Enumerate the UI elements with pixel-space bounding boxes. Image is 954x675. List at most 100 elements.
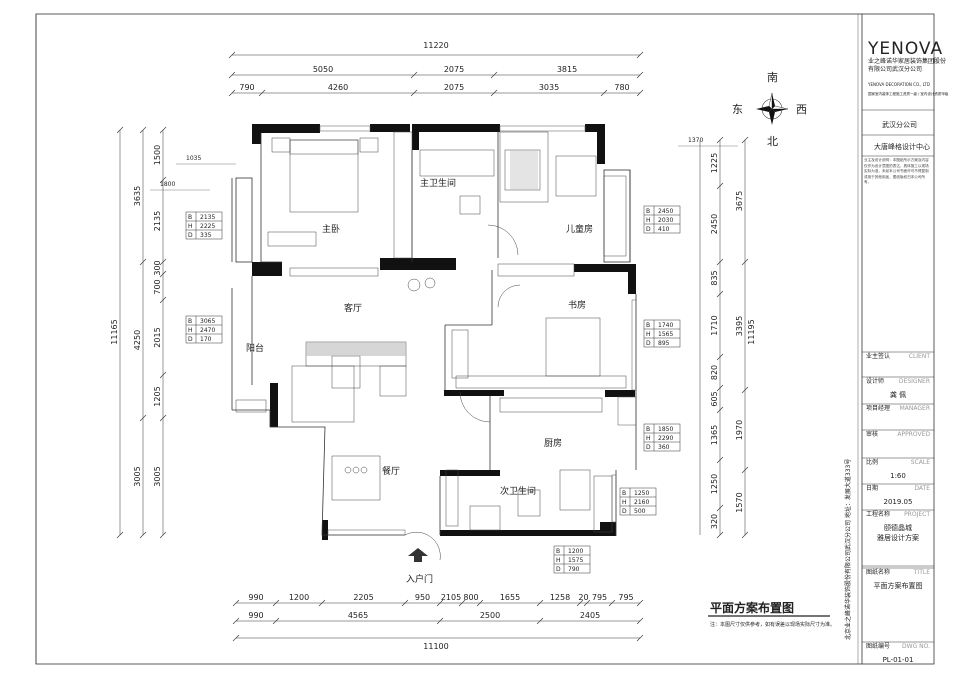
field-value: 2019.05 <box>884 498 913 506</box>
walls <box>252 124 636 540</box>
window-table-key: D <box>188 336 193 343</box>
dim-label: 1258 <box>550 593 570 602</box>
room-study: 书房 <box>568 299 586 311</box>
window-table-value: 2470 <box>200 327 215 334</box>
room-master-bedroom: 主卧 <box>322 223 340 235</box>
window-table-key: D <box>188 232 193 239</box>
dim-label: 605 <box>710 391 719 406</box>
dim-label: 3395 <box>735 316 744 336</box>
window-table-key: B <box>646 426 650 433</box>
dim-label: 3005 <box>153 466 162 486</box>
window-table-value: 2290 <box>658 435 673 442</box>
field-label-en: DATE <box>914 485 930 492</box>
title-notice: 业主及设计说明：本图纸所示方案及内容仅作为设计意图的表达，具体施工以现场实际为准… <box>864 158 929 184</box>
dim-label: 795 <box>592 593 607 602</box>
window-table-value: 360 <box>658 444 670 451</box>
dim-label: 990 <box>248 593 263 602</box>
compass-east: 东 <box>732 103 743 116</box>
dim-label: 320 <box>710 514 719 529</box>
field-value: 颐德晶城 <box>884 523 912 532</box>
dim-label: 1200 <box>289 593 309 602</box>
field-label-en: DWG NO. <box>902 643 930 650</box>
dim-label: 20 <box>578 593 588 602</box>
dim-label: 4260 <box>328 83 348 92</box>
dim-label: 2105 <box>441 593 461 602</box>
field-label-en: DESIGNER <box>899 378 930 385</box>
window-table-value: 2030 <box>658 217 673 224</box>
dim-label: 990 <box>248 611 263 620</box>
room-balcony: 阳台 <box>246 342 264 354</box>
field-label: 工程名称 <box>866 510 890 518</box>
field-value: 龚 佩 <box>890 390 906 399</box>
room-second-bath: 次卫生间 <box>500 485 536 497</box>
window-table-value: 1250 <box>634 490 649 497</box>
field-label: 业主签认 <box>866 352 890 360</box>
field-label: 设计师 <box>866 377 884 385</box>
room-dining: 餐厅 <box>382 465 400 477</box>
window-table-key: H <box>622 499 627 506</box>
hatch-areas <box>306 150 538 356</box>
window-table-value: 3065 <box>200 318 215 325</box>
field-label: 审核 <box>866 430 878 438</box>
dim-label: 2450 <box>710 214 719 234</box>
design-center: 大唐峰格设计中心 <box>874 142 930 151</box>
window-table-value: 1740 <box>658 322 673 329</box>
dim-label: 1250 <box>710 474 719 494</box>
window-table-value: 1565 <box>658 331 673 338</box>
title-block: YENOVA 业之峰诺华家居装饰集团股份 有限公司武汉分公司 YENOVA DE… <box>844 14 949 664</box>
windows <box>319 125 637 536</box>
dim-label: 795 <box>618 593 633 602</box>
field-value: 平面方案布置图 <box>874 581 923 590</box>
dim-label: 3675 <box>735 191 744 211</box>
dim-note: 1370 <box>688 137 703 144</box>
window-table-key: B <box>188 318 192 325</box>
dim-label: 800 <box>463 593 478 602</box>
dim-label: 3005 <box>133 466 142 486</box>
field-label: 比例 <box>866 458 878 466</box>
dim-label: 950 <box>415 593 430 602</box>
dim-label: 2075 <box>444 65 464 74</box>
room-kitchen: 厨房 <box>544 437 562 449</box>
dim-label: 820 <box>710 365 719 380</box>
vertical-company-text: 北京业之峰诺华装饰股份有限公司武汉分公司 地址：发展大道333号 <box>844 459 852 640</box>
window-table-key: H <box>646 435 651 442</box>
field-label-en: CLIENT <box>909 353 931 360</box>
window-table-key: H <box>188 223 193 230</box>
window-table-key: B <box>556 548 560 555</box>
drawing-note: 注：本图尺寸仅供参考，如有误差以现场实际尺寸为准。 <box>710 621 835 628</box>
dim-note: 1035 <box>186 155 201 162</box>
dim-right-total: 11195 <box>747 319 756 344</box>
window-table-value: 170 <box>200 336 212 343</box>
window-table-value: 2225 <box>200 223 215 230</box>
window-table-value: 2135 <box>200 214 215 221</box>
window-table-value: 1200 <box>568 548 583 555</box>
dim-label: 2405 <box>580 611 600 620</box>
company-line2: 有限公司武汉分公司 <box>868 65 922 73</box>
brand-logo: YENOVA <box>867 39 943 59</box>
room-master-bath: 主卫生间 <box>420 177 456 189</box>
window-table-key: D <box>646 340 651 347</box>
field-label: 日期 <box>866 484 878 492</box>
dim-label: 1365 <box>710 425 719 445</box>
dim-label: 300 <box>153 260 162 275</box>
furniture <box>235 131 627 561</box>
room-living: 客厅 <box>344 302 362 314</box>
window-table-value: 500 <box>634 508 646 515</box>
room-kids: 儿童房 <box>566 223 593 235</box>
compass-rose: 南 北 东 西 <box>732 71 807 148</box>
dim-label: 1500 <box>153 145 162 165</box>
dim-label: 1710 <box>710 315 719 335</box>
field-value: 雅居设计方案 <box>877 533 919 542</box>
window-table-key: D <box>556 566 561 573</box>
window-table-key: D <box>622 508 627 515</box>
field-label-en: APPROVED <box>897 431 930 438</box>
compass-north: 北 <box>767 135 778 148</box>
compass-west: 西 <box>796 103 807 116</box>
dim-label: 2135 <box>153 211 162 231</box>
